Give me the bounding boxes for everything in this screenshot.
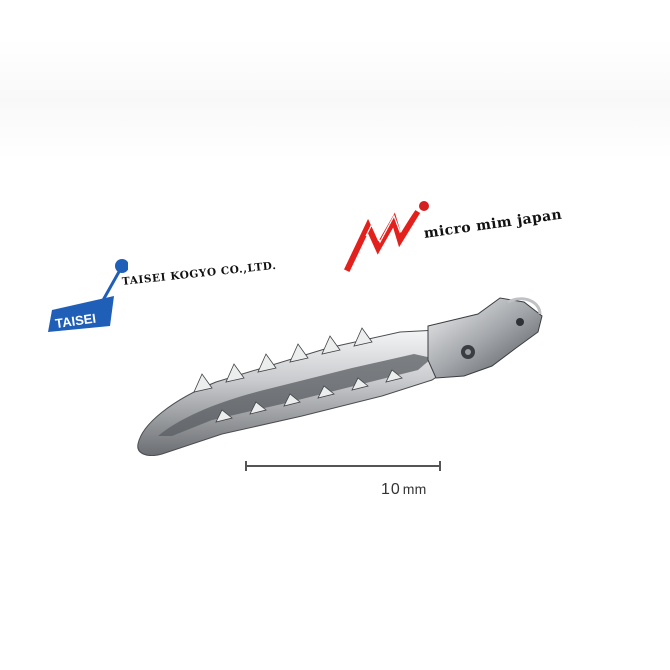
scale-bar (245, 461, 441, 471)
scale-unit: mm (402, 481, 427, 497)
micro-mim-japan-text: micro mim japan (422, 206, 564, 242)
scale-value: 10 (381, 481, 401, 498)
taisei-logo-icon: TAISEI (48, 259, 128, 332)
mim-part-image (137, 297, 543, 456)
background-haze (0, 40, 670, 160)
taisei-mark-text: TAISEI (54, 311, 97, 332)
micro-mim-logo-icon (344, 201, 429, 272)
taisei-company-name: TAISEI KOGYO CO.,LTD. (121, 259, 278, 288)
